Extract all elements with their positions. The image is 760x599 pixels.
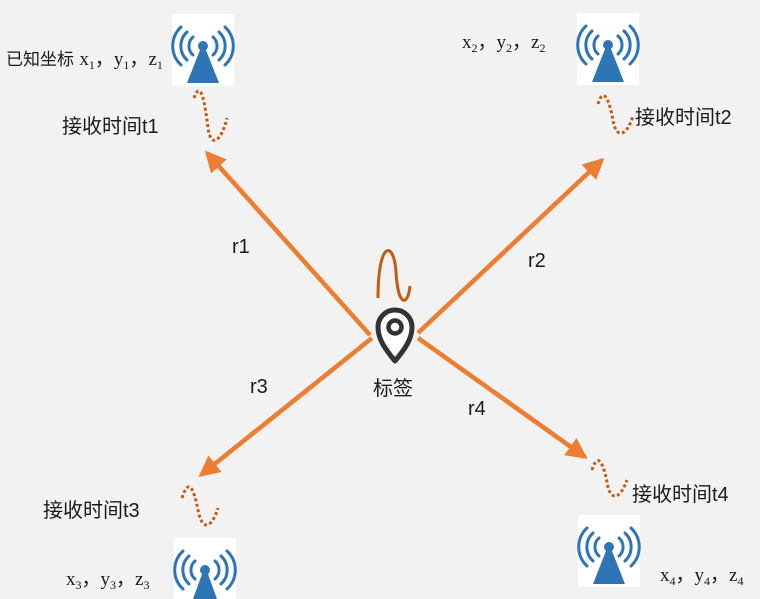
received-wave-1	[192, 89, 229, 142]
anchor-2-coordinates: x2，y2，z2	[462, 32, 546, 55]
anchor-3-coordinates: x3，y3，z3	[66, 569, 150, 592]
anchor-3-receive-time-label: 接收时间t3	[43, 500, 140, 522]
tag-signal-wave	[376, 249, 412, 302]
anchor-2-receive-time-label: 接收时间t2	[635, 107, 732, 129]
received-wave-2	[596, 94, 635, 135]
arrow-to-anchor-4	[416, 336, 588, 459]
range-label-r4: r4	[468, 398, 486, 420]
tag-location-pin-icon	[375, 307, 415, 364]
received-wave-4	[590, 459, 629, 498]
anchor-1-wifi-tower-icon	[171, 14, 235, 86]
tag-label: 标签	[373, 378, 413, 400]
range-label-r3: r3	[250, 376, 268, 398]
range-label-r1: r1	[232, 236, 250, 258]
anchor-4-coordinates: x4，y4，z4	[660, 565, 744, 588]
arrow-to-anchor-1	[204, 150, 372, 337]
anchor-4-receive-time-label: 接收时间t4	[632, 484, 729, 506]
arrow-to-anchor-2	[416, 157, 605, 335]
anchor-1-coordinates: 已知坐标 x1，y1，z1	[6, 49, 163, 72]
received-wave-3	[180, 485, 220, 527]
anchor-4-wifi-tower-icon	[577, 515, 641, 587]
arrow-to-anchor-3	[198, 336, 374, 477]
anchor-2-wifi-tower-icon	[576, 13, 640, 85]
range-label-r2: r2	[528, 250, 546, 272]
anchor-1-receive-time-label: 接收时间t1	[62, 116, 159, 138]
anchor-3-wifi-tower-icon	[173, 538, 237, 599]
